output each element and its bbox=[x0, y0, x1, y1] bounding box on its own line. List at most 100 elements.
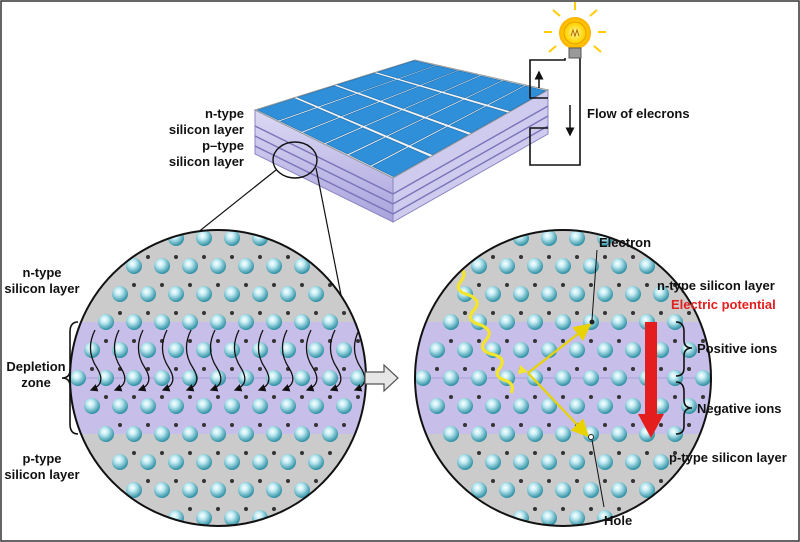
silicon-atom bbox=[280, 342, 296, 358]
free-electron-dot bbox=[673, 283, 677, 287]
free-electron-dot bbox=[645, 451, 649, 455]
electron-drift-arrow bbox=[161, 329, 174, 392]
silicon-atom bbox=[499, 258, 515, 274]
free-electron-dot bbox=[118, 423, 122, 427]
free-electron-dot bbox=[356, 395, 360, 399]
silicon-atom bbox=[611, 258, 627, 274]
free-electron-dot bbox=[272, 395, 276, 399]
solar-cell bbox=[398, 65, 458, 86]
silicon-atom bbox=[429, 398, 445, 414]
silicon-atom bbox=[112, 454, 128, 470]
free-electron-dot bbox=[258, 367, 262, 371]
free-electron-dot bbox=[286, 423, 290, 427]
silicon-atom bbox=[210, 370, 226, 386]
silicon-atom bbox=[196, 510, 212, 526]
solar-cell bbox=[427, 99, 486, 126]
free-electron-dot bbox=[603, 423, 607, 427]
silicon-atom bbox=[471, 258, 487, 274]
layer-stripes bbox=[254, 105, 549, 215]
silicon-atom bbox=[443, 426, 459, 442]
silicon-atom bbox=[625, 398, 641, 414]
silicon-atom bbox=[611, 482, 627, 498]
silicon-atom bbox=[499, 426, 515, 442]
free-electron-dot bbox=[631, 255, 635, 259]
free-electron-dot bbox=[188, 283, 192, 287]
silicon-atom bbox=[196, 230, 212, 246]
solar-cell bbox=[410, 126, 469, 156]
free-electron-dot bbox=[575, 311, 579, 315]
silicon-atom bbox=[294, 370, 310, 386]
silicon-atom bbox=[238, 314, 254, 330]
free-electron-dot bbox=[146, 479, 150, 483]
free-electron-dot bbox=[244, 283, 248, 287]
free-electron-dot bbox=[715, 367, 719, 371]
silicon-atom bbox=[527, 258, 543, 274]
silicon-atom bbox=[611, 314, 627, 330]
electron-drift-arrow bbox=[185, 329, 198, 392]
free-electron-dot bbox=[314, 423, 318, 427]
free-electron-dot bbox=[188, 451, 192, 455]
free-electron-dot bbox=[230, 311, 234, 315]
free-electron-dot bbox=[449, 395, 453, 399]
free-electron-dot bbox=[146, 367, 150, 371]
solar-cell bbox=[387, 118, 447, 146]
free-electron-dot bbox=[617, 507, 621, 511]
silicon-atom bbox=[266, 314, 282, 330]
silicon-atom bbox=[140, 454, 156, 470]
left-n-type-label-1: n-type bbox=[23, 265, 62, 280]
free-electron-dot bbox=[244, 507, 248, 511]
electron-drift-arrow bbox=[137, 329, 150, 392]
solar-cell bbox=[404, 92, 463, 117]
silicon-atom bbox=[294, 482, 310, 498]
free-electron-dot bbox=[687, 311, 691, 315]
silicon-atom bbox=[168, 286, 184, 302]
silicon-atom bbox=[266, 258, 282, 274]
silicon-atom bbox=[527, 482, 543, 498]
free-electron-dot bbox=[561, 507, 565, 511]
free-electron-dot bbox=[174, 255, 178, 259]
silicon-atom bbox=[154, 482, 170, 498]
free-electron-dot bbox=[589, 395, 593, 399]
free-electron-dot bbox=[272, 283, 276, 287]
free-electron-dot bbox=[188, 339, 192, 343]
silicon-atom bbox=[280, 286, 296, 302]
silicon-atom bbox=[555, 426, 571, 442]
right-zoom-circle bbox=[414, 229, 719, 527]
free-electron-dot bbox=[701, 339, 705, 343]
free-electron-dot bbox=[631, 423, 635, 427]
free-electron-dot bbox=[272, 507, 276, 511]
free-electron-dot bbox=[244, 395, 248, 399]
silicon-atom bbox=[308, 398, 324, 414]
free-electron-dot bbox=[477, 451, 481, 455]
free-electron-dot bbox=[673, 339, 677, 343]
silicon-atom bbox=[322, 370, 338, 386]
free-electron-dot bbox=[258, 479, 262, 483]
free-electron-dot bbox=[188, 230, 192, 231]
free-electron-dot bbox=[589, 339, 593, 343]
free-electron-dot bbox=[216, 507, 220, 511]
panel-n-type-label-1: n-type bbox=[205, 106, 244, 121]
electron-drift-arrow bbox=[209, 329, 222, 392]
silicon-atom bbox=[597, 398, 613, 414]
free-electron-dot bbox=[533, 395, 537, 399]
free-electron-dot bbox=[519, 255, 523, 259]
silicon-atom bbox=[513, 342, 529, 358]
free-electron-dot bbox=[314, 255, 318, 259]
silicon-atom bbox=[182, 482, 198, 498]
solar-cell bbox=[421, 70, 480, 92]
silicon-atom bbox=[196, 398, 212, 414]
silicon-atom bbox=[322, 314, 338, 330]
free-electron-dot bbox=[505, 451, 509, 455]
free-electron-dot bbox=[687, 367, 691, 371]
free-electron-dot bbox=[202, 479, 206, 483]
free-electron-dot bbox=[328, 395, 332, 399]
free-electron-dot bbox=[631, 367, 635, 371]
free-electron-dot bbox=[328, 283, 332, 287]
sunlight-ray bbox=[454, 263, 514, 394]
solar-cell bbox=[256, 98, 317, 121]
free-electron-dot bbox=[547, 367, 551, 371]
free-electron-dot bbox=[617, 283, 621, 287]
free-electron-dot bbox=[90, 367, 94, 371]
silicon-atom bbox=[583, 370, 599, 386]
silicon-atom bbox=[126, 482, 142, 498]
